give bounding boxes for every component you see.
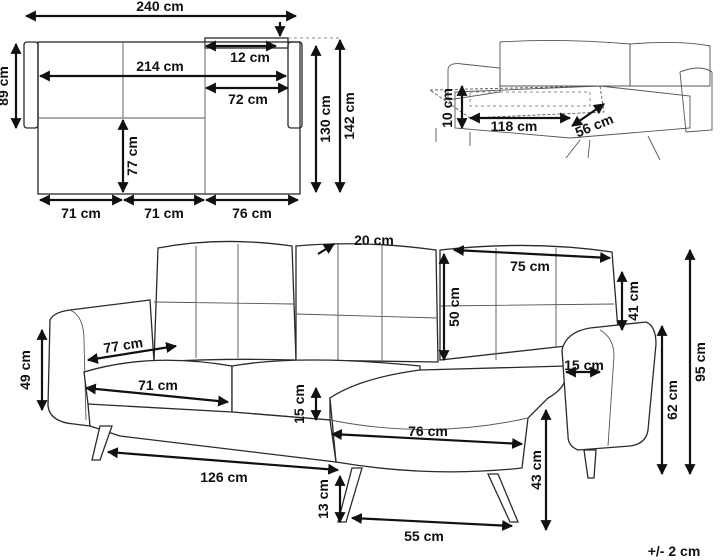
leg-back-right bbox=[583, 449, 597, 479]
tolerance-note: +/- 2 cm bbox=[648, 543, 701, 559]
dim-line-base-length bbox=[106, 447, 340, 475]
label-bed-length: 118 cm bbox=[491, 118, 538, 134]
label-back-width: 75 cm bbox=[510, 258, 550, 274]
label-base-length: 126 cm bbox=[200, 469, 247, 485]
dim-line-seat-width bbox=[84, 383, 230, 407]
label-seat-height: 62 cm bbox=[664, 380, 680, 420]
leg-front-left bbox=[91, 425, 113, 461]
label-leg-height: 13 cm bbox=[315, 479, 331, 519]
label-cushion-thickness: 15 cm bbox=[291, 384, 307, 424]
leg-front-right bbox=[486, 473, 519, 523]
label-back-cushion: 20 cm bbox=[354, 232, 394, 248]
label-depth-left: 89 cm bbox=[0, 66, 11, 106]
label-arm-height: 49 cm bbox=[17, 350, 33, 390]
label-total-depth: 142 cm bbox=[341, 92, 357, 139]
label-seat-width: 71 cm bbox=[138, 377, 178, 393]
label-segment-2: 71 cm bbox=[144, 205, 184, 221]
bed-view-back-right bbox=[629, 41, 711, 87]
label-width-total: 240 cm bbox=[136, 0, 183, 14]
dim-line-bed-width bbox=[571, 103, 605, 127]
label-chaise-height: 43 cm bbox=[528, 450, 544, 490]
dim-line-seat-depth bbox=[86, 342, 178, 364]
label-chaise-width: 76 cm bbox=[408, 423, 448, 439]
bed-view-back-left bbox=[499, 39, 631, 87]
leg-front-middle bbox=[337, 467, 363, 523]
top-view: 240 cm 214 cm 89 cm 12 cm 72 cm 130 cm 1… bbox=[0, 0, 357, 221]
label-chaise-gap: 12 cm bbox=[230, 49, 270, 65]
label-seat-depth: 77 cm bbox=[124, 136, 140, 176]
label-chaise-depth: 130 cm bbox=[317, 95, 333, 142]
back-cushion-middle bbox=[295, 243, 439, 363]
label-chaise-width-top: 72 cm bbox=[228, 91, 268, 107]
bed-view: 10 cm 118 cm 56 cm bbox=[428, 39, 713, 161]
label-back-to-seat: 41 cm bbox=[625, 281, 641, 321]
back-cushion-left bbox=[153, 240, 297, 363]
dim-line-leg-span bbox=[350, 513, 514, 531]
label-width-inner: 214 cm bbox=[136, 58, 183, 74]
label-back-height: 50 cm bbox=[446, 287, 462, 327]
label-total-height: 95 cm bbox=[692, 342, 708, 382]
right-arm bbox=[561, 321, 657, 451]
label-leg-span: 55 cm bbox=[404, 528, 444, 544]
label-arm-width: 15 cm bbox=[564, 357, 604, 373]
label-bed-height: 10 cm bbox=[439, 88, 455, 128]
dim-line-back-cushion bbox=[317, 243, 335, 255]
label-segment-1: 71 cm bbox=[61, 205, 101, 221]
label-segment-3: 76 cm bbox=[232, 205, 272, 221]
dim-line-chaise-width bbox=[330, 429, 524, 449]
perspective-view: 20 cm 75 cm 50 cm 41 cm 77 cm 49 cm 71 c… bbox=[17, 232, 708, 544]
label-seat-depth-persp: 77 cm bbox=[102, 334, 144, 356]
top-view-left-arm bbox=[23, 41, 39, 129]
dim-line-back-width bbox=[452, 245, 612, 263]
